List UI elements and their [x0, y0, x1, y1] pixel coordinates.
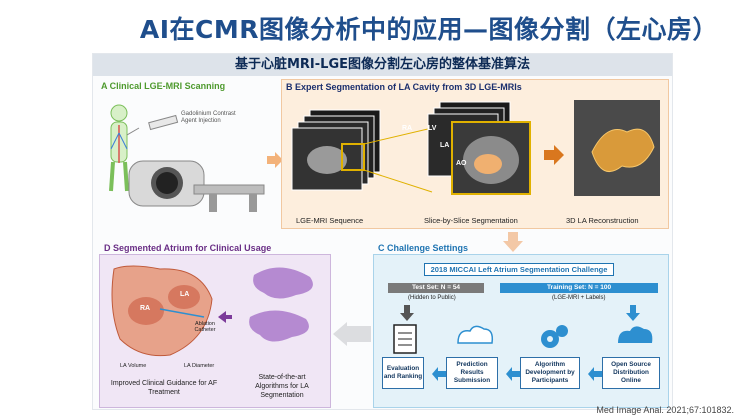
challenge-title: 2018 MICCAI Left Atrium Segmentation Cha…: [424, 263, 614, 276]
citation: Med Image Anal. 2021;67:101832.: [596, 405, 734, 415]
tag-d-ra: RA: [140, 305, 151, 312]
tag-la: LA: [440, 142, 450, 149]
slide-title: AI在CMR图像分析中的应用—图像分割（左心房）: [139, 15, 718, 44]
caption-slice-segmentation: Slice-by-Slice Segmentation: [424, 216, 518, 225]
panel-a-label: A Clinical LGE-MRI Scanning: [101, 81, 226, 91]
arrow-c-to-d: [333, 322, 371, 346]
mri-stack: [291, 109, 381, 191]
mri-scanner-illustration: [109, 104, 265, 212]
step-algorithm: Algorithm Development by Participants: [520, 357, 580, 389]
caption-lge-sequence: LGE-MRI Sequence: [296, 216, 364, 225]
panel-a: A Clinical LGE-MRI Scanning: [99, 79, 269, 229]
panel-b-label: B Expert Segmentation of LA Cavity from …: [286, 82, 522, 92]
panel-c-label: C Challenge Settings: [378, 243, 469, 253]
arrow-a-to-b: [267, 152, 283, 168]
test-set-note: (Hidden to Public): [408, 295, 456, 301]
step-arrows: [432, 367, 602, 381]
segmentation-illustration: [291, 100, 660, 196]
clinical-usage-illustration: [111, 265, 313, 357]
tag-ablation: Ablation Catheter: [194, 321, 216, 333]
training-set-note: (LGE-MRI + Labels): [552, 295, 606, 301]
tag-d-la: LA: [180, 291, 190, 298]
tag-lv: LV: [428, 125, 437, 132]
caption-clinical-guidance: Improved Clinical Guidance for AF Treatm…: [110, 380, 218, 396]
caption-3d-reconstruction: 3D LA Reconstruction: [566, 216, 639, 225]
panel-b: B Expert Segmentation of LA Cavity from …: [281, 79, 669, 229]
figure-title: 基于心脏MRI-LGE图像分割左心房的整体基准算法: [93, 54, 672, 76]
tag-ra: RA: [402, 125, 413, 132]
figure: 基于心脏MRI-LGE图像分割左心房的整体基准算法 A Clinical LGE…: [92, 53, 673, 410]
step-open-source: Open Source Distribution Online: [602, 357, 660, 389]
panel-d-label: D Segmented Atrium for Clinical Usage: [104, 243, 272, 253]
step-prediction: Prediction Results Submission: [446, 357, 498, 389]
arrow-b-to-c: [503, 232, 523, 252]
panel-c: C Challenge Settings 2018 MICCAI Left At…: [373, 243, 669, 408]
challenge-icons: [393, 305, 653, 354]
tag-la-diameter: LA Diameter: [184, 363, 215, 369]
training-set-bar: Training Set: N = 100: [500, 283, 658, 293]
tag-la-volume: LA Volume: [120, 363, 147, 369]
tag-ao: AO: [456, 160, 467, 167]
contrast-note: Gadolinium Contrast Agent Injection: [181, 111, 236, 124]
step-evaluation: Evaluation and Ranking: [382, 357, 424, 389]
caption-algorithms: State-of-the-art Algorithms for LA Segme…: [255, 374, 309, 399]
panel-d: D Segmented Atrium for Clinical Usage RA…: [99, 243, 331, 408]
test-set-bar: Test Set: N = 54: [388, 283, 484, 293]
